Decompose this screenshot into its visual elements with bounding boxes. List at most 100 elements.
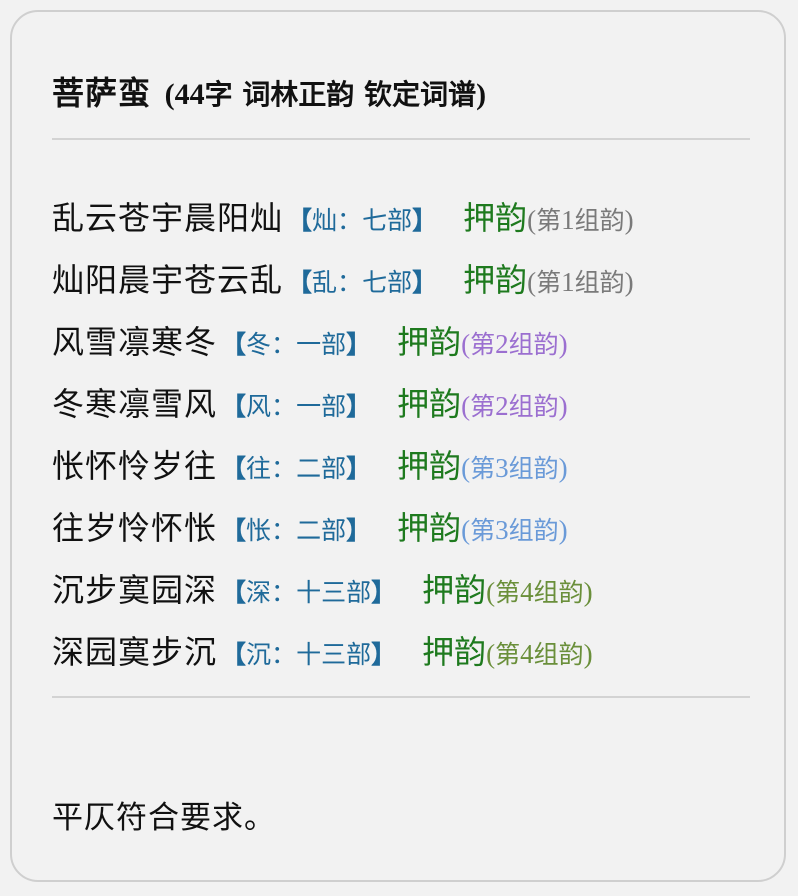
verse-text: 往岁怜怀怅 <box>52 509 218 547</box>
tag-open-bracket: 【 <box>221 392 247 421</box>
verse-line: 沉步寞园深【深：十三部】押韵(第4组韵) <box>52 559 772 621</box>
group-open-paren: ( <box>486 639 496 669</box>
tag-close-bracket: 】 <box>346 330 372 359</box>
title-close-paren: ) <box>476 78 487 111</box>
tag-close-bracket: 】 <box>346 392 372 421</box>
group-prefix: 第 <box>495 578 521 607</box>
group-open-paren: ( <box>461 329 471 359</box>
rhyme-char: 往 <box>246 454 272 483</box>
rhyme-source: 词林正韵 <box>242 78 355 111</box>
tag-close-bracket: 】 <box>412 206 438 235</box>
group-open-paren: ( <box>486 577 496 607</box>
rhyme-group: (第2组韵) <box>461 313 568 376</box>
tag-close-bracket: 】 <box>371 578 397 607</box>
rhyme-status: 押韵 <box>397 509 462 547</box>
group-number: 1 <box>561 205 575 235</box>
rhyme-section-tag: 【往：二部】 <box>221 438 371 500</box>
tag-colon: ： <box>271 454 297 483</box>
group-open-paren: ( <box>461 453 471 483</box>
group-suffix: 组韵 <box>508 454 559 483</box>
tag-close-bracket: 】 <box>371 640 397 669</box>
poem-title: 菩萨蛮 (44字 词林正韵 钦定词谱) <box>52 68 486 114</box>
group-close-paren: ) <box>558 453 568 483</box>
rhyme-section: 二部 <box>296 516 347 545</box>
group-prefix: 第 <box>470 516 496 545</box>
group-number: 3 <box>495 453 509 483</box>
verse-text: 怅怀怜岁往 <box>52 447 218 485</box>
rhyme-char: 风 <box>246 392 272 421</box>
verse-line: 往岁怜怀怅【怅：二部】押韵(第3组韵) <box>52 497 772 559</box>
title-open-paren: ( <box>164 78 175 111</box>
group-open-paren: ( <box>461 391 471 421</box>
group-prefix: 第 <box>470 330 496 359</box>
group-open-paren: ( <box>527 267 537 297</box>
rhyme-char: 怅 <box>246 516 272 545</box>
group-prefix: 第 <box>470 454 496 483</box>
divider-top <box>52 138 750 140</box>
tag-colon: ： <box>271 392 297 421</box>
group-close-paren: ) <box>558 515 568 545</box>
tag-colon: ： <box>271 516 297 545</box>
group-suffix: 组韵 <box>508 392 559 421</box>
cipai-name: 菩萨蛮 <box>52 74 152 112</box>
group-open-paren: ( <box>527 205 537 235</box>
rhyme-status: 押韵 <box>397 385 462 423</box>
verse-line: 冬寒凛雪风【风：一部】押韵(第2组韵) <box>52 373 772 435</box>
group-suffix: 组韵 <box>533 578 584 607</box>
group-number: 1 <box>561 267 575 297</box>
verse-text: 冬寒凛雪风 <box>52 385 218 423</box>
group-open-paren: ( <box>461 515 471 545</box>
tag-open-bracket: 【 <box>221 516 247 545</box>
divider-bottom <box>52 696 750 698</box>
rhyme-status: 押韵 <box>397 323 462 361</box>
verse-lines: 乱云苍宇晨阳灿【灿：七部】押韵(第1组韵)灿阳晨宇苍云乱【乱：七部】押韵(第1组… <box>52 187 772 683</box>
rhyme-status: 押韵 <box>397 447 462 485</box>
verse-line: 怅怀怜岁往【往：二部】押韵(第3组韵) <box>52 435 772 497</box>
group-close-paren: ) <box>624 205 634 235</box>
rhyme-status: 押韵 <box>422 571 487 609</box>
rhyme-section-tag: 【怅：二部】 <box>221 500 371 562</box>
tag-open-bracket: 【 <box>221 454 247 483</box>
title-meta: (44字 词林正韵 钦定词谱) <box>165 78 487 111</box>
rhyme-status: 押韵 <box>422 633 487 671</box>
rhyme-group: (第3组韵) <box>461 499 568 562</box>
tag-open-bracket: 【 <box>221 640 247 669</box>
tag-open-bracket: 【 <box>221 330 247 359</box>
verse-text: 风雪凛寒冬 <box>52 323 218 361</box>
rhyme-section: 七部 <box>362 268 413 297</box>
verse-line: 乱云苍宇晨阳灿【灿：七部】押韵(第1组韵) <box>52 187 772 249</box>
group-number: 2 <box>495 329 509 359</box>
rhyme-section: 一部 <box>296 330 347 359</box>
rhyme-status: 押韵 <box>463 261 528 299</box>
group-close-paren: ) <box>558 329 568 359</box>
verse-text: 乱云苍宇晨阳灿 <box>52 199 284 237</box>
rhyme-section: 十三部 <box>296 640 372 669</box>
poem-check-card: 菩萨蛮 (44字 词林正韵 钦定词谱) 乱云苍宇晨阳灿【灿：七部】押韵(第1组韵… <box>10 10 786 882</box>
tune-source: 钦定词谱 <box>364 78 477 111</box>
tag-close-bracket: 】 <box>346 454 372 483</box>
group-prefix: 第 <box>536 268 562 297</box>
group-number: 2 <box>495 391 509 421</box>
tag-colon: ： <box>271 330 297 359</box>
group-close-paren: ) <box>624 267 634 297</box>
rhyme-section-tag: 【灿：七部】 <box>287 190 437 252</box>
char-count-unit: 字 <box>204 78 233 111</box>
rhyme-char: 灿 <box>312 206 338 235</box>
rhyme-section-tag: 【冬：一部】 <box>221 314 371 376</box>
group-close-paren: ) <box>583 577 593 607</box>
rhyme-group: (第3组韵) <box>461 437 568 500</box>
tag-colon: ： <box>271 578 297 607</box>
rhyme-section: 十三部 <box>296 578 372 607</box>
group-suffix: 组韵 <box>574 268 625 297</box>
tag-open-bracket: 【 <box>287 268 313 297</box>
rhyme-section: 七部 <box>362 206 413 235</box>
rhyme-section: 二部 <box>296 454 347 483</box>
group-close-paren: ) <box>558 391 568 421</box>
rhyme-status: 押韵 <box>463 199 528 237</box>
char-count: 44 <box>174 78 205 111</box>
rhyme-group: (第1组韵) <box>527 251 634 314</box>
group-prefix: 第 <box>470 392 496 421</box>
tag-open-bracket: 【 <box>287 206 313 235</box>
group-suffix: 组韵 <box>508 516 559 545</box>
rhyme-char: 沉 <box>246 640 272 669</box>
